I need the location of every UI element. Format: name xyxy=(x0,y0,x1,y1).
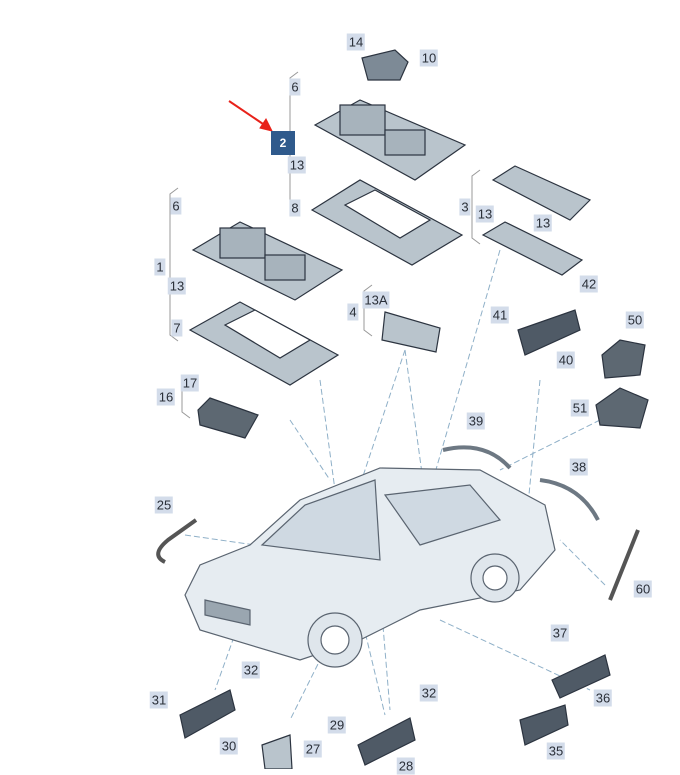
callout-27[interactable]: 27 xyxy=(303,740,323,758)
callout-8[interactable]: 8 xyxy=(289,199,301,217)
group-brackets xyxy=(169,71,481,419)
callout-51[interactable]: 51 xyxy=(570,399,590,417)
callout-31[interactable]: 31 xyxy=(149,691,169,709)
callout-50[interactable]: 50 xyxy=(625,311,645,329)
callout-7[interactable]: 7 xyxy=(171,319,183,337)
callout-39[interactable]: 39 xyxy=(466,412,486,430)
callout-16[interactable]: 16 xyxy=(156,388,176,406)
callout-3[interactable]: 3 xyxy=(459,198,471,216)
callout-38[interactable]: 38 xyxy=(569,458,589,476)
callout-10[interactable]: 10 xyxy=(419,49,439,67)
callout-13[interactable]: 13 xyxy=(533,214,553,232)
callout-40[interactable]: 40 xyxy=(556,351,576,369)
callout-28[interactable]: 28 xyxy=(396,757,416,775)
callout-1[interactable]: 1 xyxy=(154,258,166,276)
parts xyxy=(156,49,649,769)
car-illustration xyxy=(184,467,556,668)
callout-60[interactable]: 60 xyxy=(633,580,653,598)
callout-17[interactable]: 17 xyxy=(180,374,200,392)
callout-4[interactable]: 4 xyxy=(347,303,359,321)
callout-2-highlighted[interactable]: 2 xyxy=(271,131,295,155)
callout-35[interactable]: 35 xyxy=(546,742,566,760)
callout-37[interactable]: 37 xyxy=(550,624,570,642)
red-arrow xyxy=(228,100,273,132)
callout-32[interactable]: 32 xyxy=(241,661,261,679)
callout-25[interactable]: 25 xyxy=(154,496,174,514)
callout-13[interactable]: 13 xyxy=(167,277,187,295)
callout-36[interactable]: 36 xyxy=(593,689,613,707)
callout-29[interactable]: 29 xyxy=(327,716,347,734)
callout-41[interactable]: 41 xyxy=(490,306,510,324)
callout-6[interactable]: 6 xyxy=(289,78,301,96)
callout-13[interactable]: 13 xyxy=(287,156,307,174)
callout-13[interactable]: 13 xyxy=(475,205,495,223)
callout-14[interactable]: 14 xyxy=(346,33,366,51)
callout-32[interactable]: 32 xyxy=(419,684,439,702)
callout-6[interactable]: 6 xyxy=(170,197,182,215)
callout-42[interactable]: 42 xyxy=(579,275,599,293)
callout-13a[interactable]: 13A xyxy=(362,291,390,309)
callout-30[interactable]: 30 xyxy=(219,737,239,755)
